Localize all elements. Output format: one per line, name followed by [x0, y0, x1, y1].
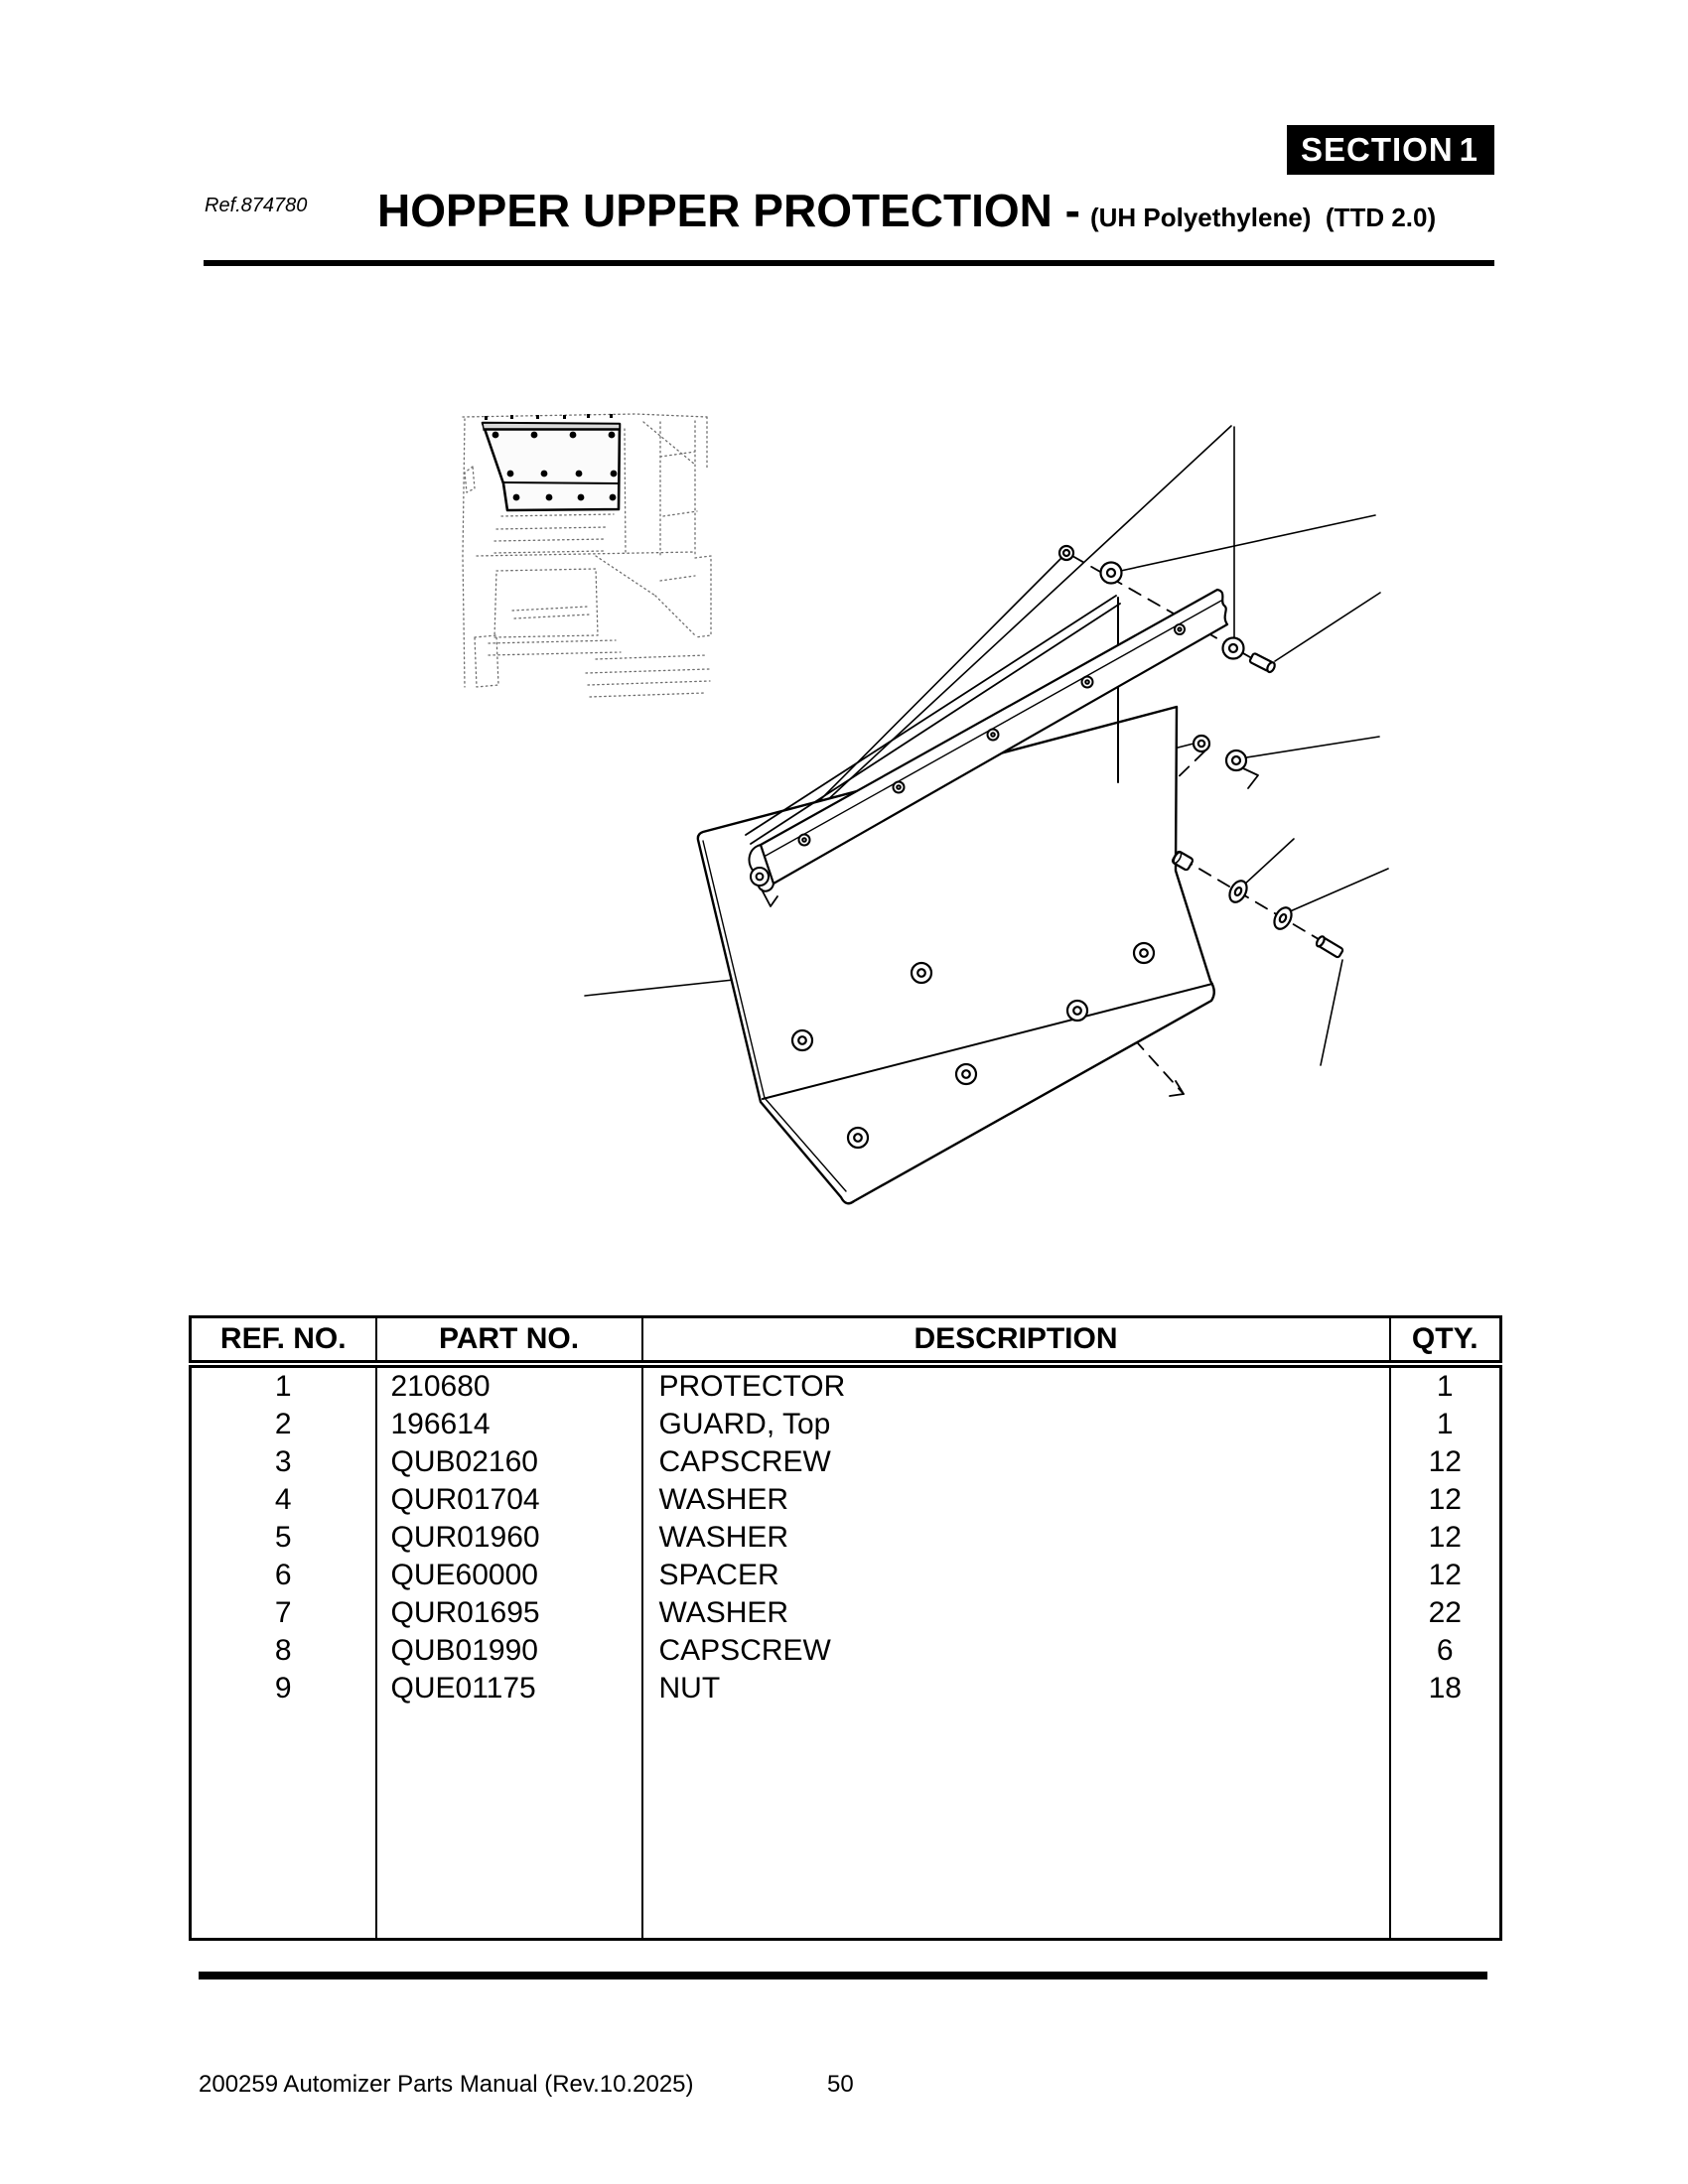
page-title: HOPPER UPPER PROTECTION -: [377, 185, 1080, 236]
thumbnail-highlight-panel: [481, 414, 622, 512]
table-row: 5 QUR01960 WASHER 12: [190, 1519, 1501, 1557]
cell-ref: 7: [190, 1594, 377, 1632]
cell-desc: WASHER: [641, 1594, 1391, 1632]
cell-ref: 8: [190, 1632, 377, 1670]
table-row: 8 QUB01990 CAPSCREW 6: [190, 1632, 1501, 1670]
cell-ref: 9: [190, 1670, 377, 1707]
cell-part: 210680: [375, 1364, 643, 1406]
cell-ref: 2: [190, 1406, 377, 1443]
table-row: 7 QUR01695 WASHER 22: [190, 1594, 1501, 1632]
cell-qty: 18: [1428, 1672, 1462, 1705]
footer-page-number: 50: [827, 2071, 854, 2098]
cell-qty: 12: [1428, 1483, 1462, 1516]
page-subtitle: (UH Polyethylene) (TTD 2.0): [1089, 203, 1437, 232]
parts-table-header-row: REF. NO. PART NO. DESCRIPTION QTY.: [190, 1316, 1501, 1368]
cell-part: QUR01960: [375, 1519, 643, 1557]
cell-qty: 12: [1428, 1445, 1462, 1478]
cell-part: QUB02160: [375, 1443, 643, 1481]
cell-ref: 5: [190, 1519, 377, 1557]
section-badge-number: 1: [1459, 131, 1478, 168]
cell-desc: GUARD, Top: [641, 1406, 1391, 1443]
cell-ref: 6: [190, 1557, 377, 1594]
panel-grommets: [790, 941, 1156, 1150]
cell-part: 196614: [375, 1406, 643, 1443]
table-row: 3 QUB02160 CAPSCREW 12: [190, 1443, 1501, 1481]
col-header-part-no: PART NO.: [375, 1316, 643, 1368]
cell-part: QUB01990: [375, 1632, 643, 1670]
cell-qty: 22: [1428, 1596, 1462, 1629]
cell-qty: 12: [1428, 1521, 1462, 1554]
section-badge-label: SECTION: [1301, 131, 1454, 168]
table-row: 9 QUE01175 NUT 18: [190, 1670, 1501, 1707]
section-badge: SECTION 1: [1287, 125, 1494, 175]
cell-desc: SPACER: [641, 1557, 1391, 1594]
cell-desc: PROTECTOR: [641, 1364, 1391, 1406]
nut-washer-middle: [1192, 734, 1248, 772]
cell-qty: 6: [1436, 1634, 1454, 1667]
footer-manual-info: 200259 Automizer Parts Manual (Rev.10.20…: [199, 2071, 694, 2098]
header-rule: [204, 260, 1494, 266]
machine-thumbnail: [462, 413, 712, 698]
cell-ref: 3: [190, 1443, 377, 1481]
cell-part: QUE01175: [375, 1670, 643, 1707]
exploded-view-diagram: [462, 413, 1389, 1205]
cell-desc: CAPSCREW: [641, 1632, 1391, 1670]
table-empty-space: [190, 1707, 1501, 1940]
spacer-washer-capscrew-bottom: [1171, 850, 1344, 959]
cell-ref: 4: [190, 1481, 377, 1519]
col-header-qty: QTY.: [1389, 1316, 1501, 1368]
cell-ref: 1: [190, 1364, 377, 1406]
cell-part: QUR01704: [375, 1481, 643, 1519]
col-header-ref-no: REF. NO.: [190, 1316, 377, 1368]
cell-qty: 12: [1428, 1559, 1462, 1591]
col-header-description: DESCRIPTION: [641, 1316, 1391, 1368]
cell-desc: NUT: [641, 1670, 1391, 1707]
table-row: 4 QUR01704 WASHER 12: [190, 1481, 1501, 1519]
cell-desc: WASHER: [641, 1519, 1391, 1557]
cell-qty: 1: [1436, 1408, 1454, 1440]
cell-part: QUR01695: [375, 1594, 643, 1632]
footer-rule: [199, 1972, 1487, 1979]
table-row: 2 196614 GUARD, Top 1: [190, 1406, 1501, 1443]
guard-rail: [745, 588, 1229, 907]
reference-number: Ref.874780: [205, 195, 308, 216]
cell-desc: WASHER: [641, 1481, 1391, 1519]
table-row: 6 QUE60000 SPACER 12: [190, 1557, 1501, 1594]
cell-part: QUE60000: [375, 1557, 643, 1594]
parts-table: REF. NO. PART NO. DESCRIPTION QTY. 1 210…: [189, 1315, 1502, 1941]
title-row: HOPPER UPPER PROTECTION - (UH Polyethyle…: [377, 188, 1436, 233]
cell-desc: CAPSCREW: [641, 1443, 1391, 1481]
table-row: 1 210680 PROTECTOR 1: [190, 1364, 1501, 1406]
capscrew-washer-top: [1057, 544, 1276, 674]
cell-qty: 1: [1436, 1370, 1454, 1403]
